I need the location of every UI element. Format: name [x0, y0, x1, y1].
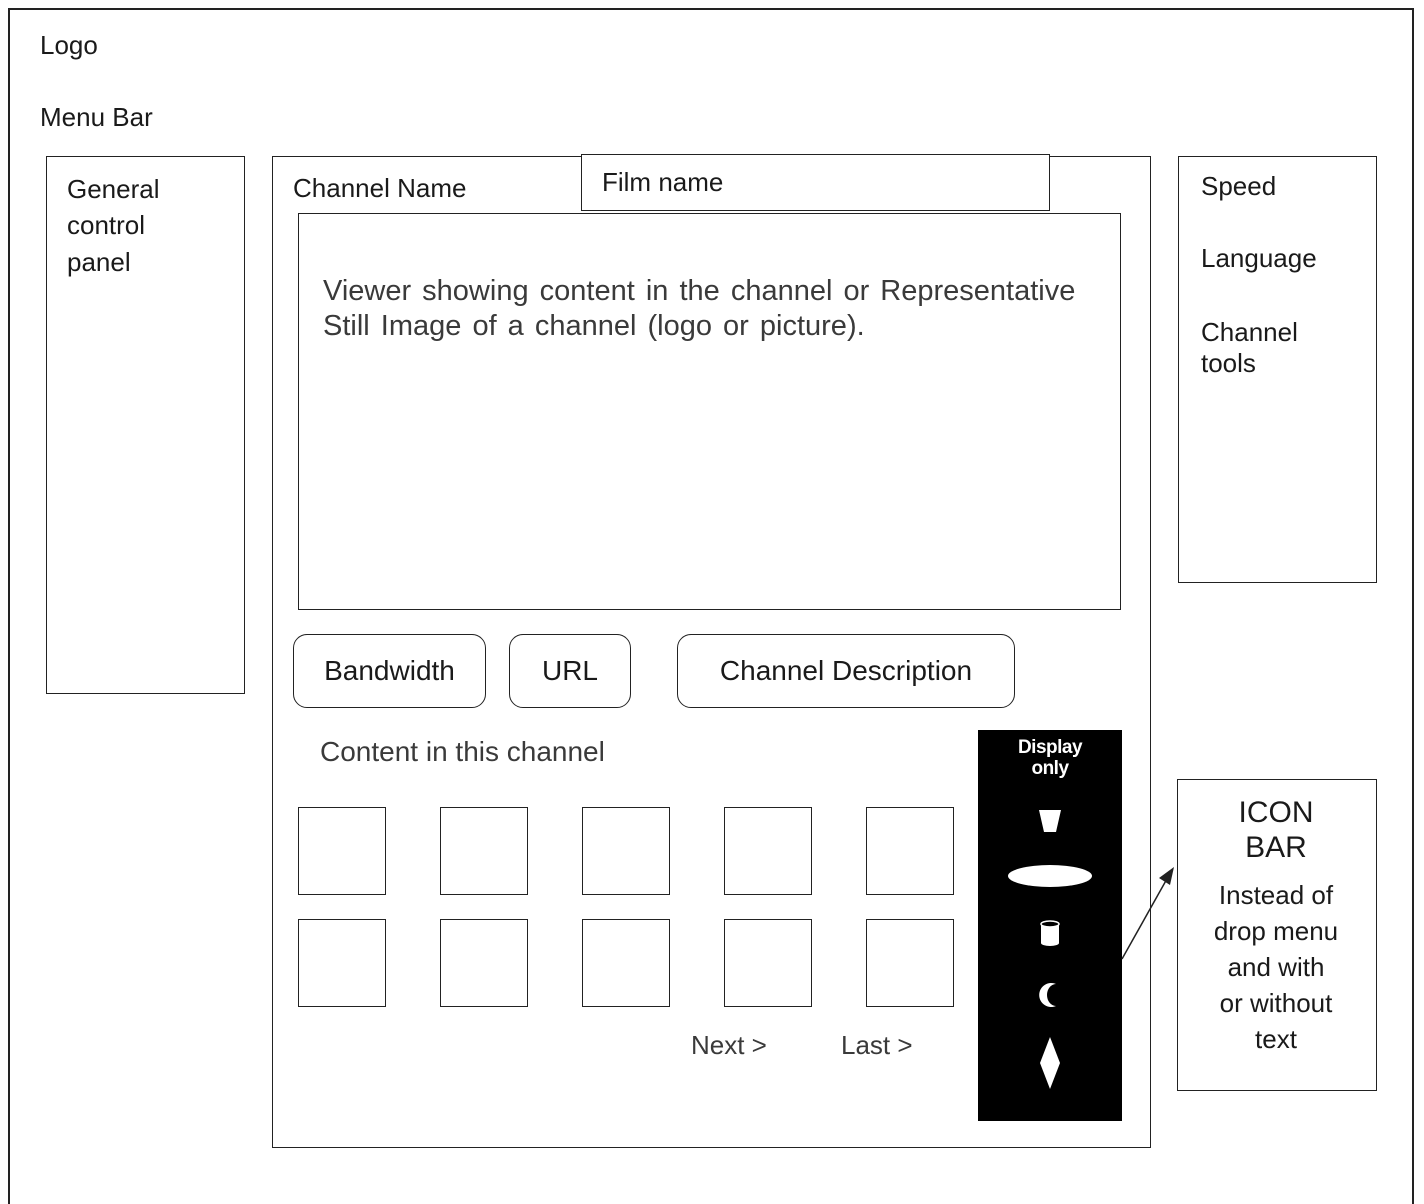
icon-bar-icons [1008, 810, 1092, 1089]
content-thumbnail[interactable] [298, 919, 386, 1007]
content-thumbnail[interactable] [724, 807, 812, 895]
content-thumbnail[interactable] [440, 807, 528, 895]
content-thumbnail[interactable] [866, 807, 954, 895]
channel-viewer[interactable]: Viewer showing content in the channel or… [298, 213, 1121, 610]
icon-bar-label: Display only [1017, 737, 1083, 779]
bucket-icon[interactable] [1039, 810, 1061, 832]
crescent-moon-icon[interactable] [1039, 983, 1056, 1007]
channel-description-button[interactable]: Channel Description [677, 634, 1015, 708]
page-frame [8, 8, 1414, 1204]
ellipse-icon[interactable] [1008, 865, 1092, 887]
next-link[interactable]: Next > [691, 1030, 767, 1060]
film-name-field[interactable]: Film name [581, 154, 1050, 211]
icon-bar-note-title: ICON BAR [1238, 796, 1314, 864]
content-thumbnail[interactable] [298, 807, 386, 895]
icon-bar-note-description: Instead of drop menu and with or without… [1213, 880, 1339, 1054]
icon-bar: Display only [978, 730, 1122, 1121]
channel-name: Channel Name [293, 173, 467, 203]
content-thumbnail[interactable] [582, 807, 670, 895]
content-thumbnail[interactable] [440, 919, 528, 1007]
diamond-icon[interactable] [1040, 1037, 1060, 1089]
language-option[interactable]: Language [1201, 243, 1317, 273]
viewer-description: Viewer showing content in the channel or… [323, 275, 1076, 342]
logo[interactable]: Logo [40, 30, 98, 60]
icon-bar-note: ICON BAR Instead of drop menu and with o… [1177, 779, 1377, 1091]
content-thumbnail[interactable] [582, 919, 670, 1007]
channel-description-label: Channel Description [719, 655, 973, 687]
bandwidth-button[interactable]: Bandwidth [293, 634, 486, 708]
last-link[interactable]: Last > [841, 1030, 913, 1060]
menu-bar[interactable]: Menu Bar [40, 102, 153, 132]
bandwidth-label: Bandwidth [324, 655, 455, 687]
content-thumbnail[interactable] [724, 919, 812, 1007]
cylinder-icon[interactable] [1040, 920, 1060, 946]
content-heading: Content in this channel [320, 736, 605, 767]
channel-tools-option[interactable]: Channel tools [1201, 317, 1298, 379]
film-name-label: Film name [602, 167, 724, 197]
general-control-panel[interactable]: General control panel [46, 156, 245, 694]
url-label: URL [541, 655, 598, 687]
content-thumbnail[interactable] [866, 919, 954, 1007]
connector-arrow [1121, 867, 1174, 960]
url-button[interactable]: URL [509, 634, 631, 708]
right-tools-panel: Speed Language Channel tools [1178, 156, 1377, 583]
speed-option[interactable]: Speed [1201, 171, 1277, 201]
general-control-panel-label: General control panel [67, 174, 160, 277]
